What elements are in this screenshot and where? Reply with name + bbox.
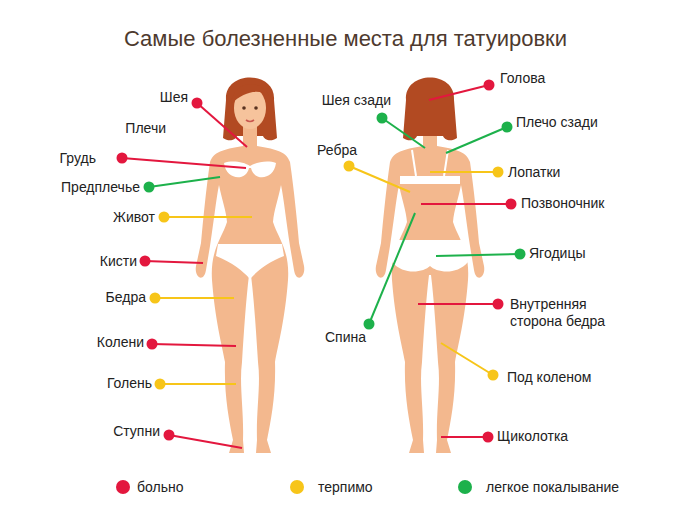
- body-part-label: Грудь: [60, 150, 96, 167]
- eye: [242, 106, 246, 110]
- leader-line: [436, 254, 520, 256]
- leader-line: [382, 118, 425, 148]
- pain-dot: [493, 167, 504, 178]
- body-part-label: Плечо сзади: [516, 114, 598, 131]
- underwear: [216, 244, 284, 278]
- body-part-label: Плечи: [125, 120, 166, 137]
- pain-dot: [159, 212, 170, 223]
- pain-dot: [164, 430, 175, 441]
- body-part-label: Внутренняя сторона бедра: [510, 296, 635, 330]
- leader-line: [152, 344, 236, 346]
- leader-line: [441, 436, 488, 438]
- legend-text: больно: [137, 479, 183, 495]
- leader-line: [169, 435, 242, 448]
- pain-dot: [192, 98, 203, 109]
- pain-dot: [344, 161, 355, 172]
- pain-dot: [506, 199, 517, 210]
- pain-dot: [484, 80, 495, 91]
- body-part-label: Колени: [97, 334, 144, 351]
- pain-dot: [377, 113, 388, 124]
- pain-dot: [150, 293, 161, 304]
- legend-swatch: [290, 480, 304, 494]
- body-part-label: Ягодицы: [529, 245, 585, 262]
- pain-dot: [483, 432, 494, 443]
- pain-dot: [488, 370, 499, 381]
- back-figure: [376, 78, 485, 454]
- bra: [224, 162, 276, 178]
- bra-strap: [400, 176, 460, 184]
- body: [430, 125, 484, 453]
- leader-line: [164, 216, 252, 218]
- legend-text: легкое покалывание: [486, 479, 619, 495]
- body-part-label: Живот: [113, 209, 155, 226]
- leader-line: [122, 158, 246, 168]
- body-part-label: Бедра: [106, 289, 146, 306]
- body-part-label: Голова: [500, 70, 545, 87]
- body-part-label: Позвоночник: [521, 195, 604, 212]
- pain-dot: [144, 182, 155, 193]
- leader-line: [421, 203, 511, 205]
- pain-dot: [493, 299, 504, 310]
- body-part-label: Кисти: [100, 253, 137, 270]
- legend-swatch: [116, 480, 130, 494]
- front-figure: [196, 78, 305, 454]
- leader-line: [446, 127, 507, 153]
- pain-dot: [140, 256, 151, 267]
- leader-line: [149, 177, 220, 187]
- body-part-label: Голень: [107, 375, 152, 392]
- bangs: [231, 84, 269, 104]
- eye: [254, 106, 258, 110]
- pain-dot: [364, 319, 375, 330]
- body-part-label: Предплечье: [61, 179, 140, 196]
- pain-dot: [117, 153, 128, 164]
- body-part-label: Ступни: [113, 423, 160, 440]
- pain-dot: [147, 339, 158, 350]
- leader-line: [418, 303, 498, 305]
- leader-line: [145, 261, 203, 263]
- leader-line: [160, 383, 236, 385]
- body-part-label: Ребра: [317, 142, 357, 159]
- body-part-label: Под коленом: [507, 369, 591, 386]
- body-part-label: Спина: [325, 329, 366, 346]
- body-part-label: Шея сзади: [322, 92, 391, 109]
- body-part-label: Лопатки: [508, 164, 560, 181]
- leader-line: [430, 171, 498, 173]
- leader-line: [429, 85, 489, 100]
- leader-line: [155, 297, 234, 299]
- leader-line: [349, 166, 410, 192]
- leader-line: [369, 213, 415, 324]
- pain-dot: [155, 379, 166, 390]
- leader-line: [197, 103, 247, 147]
- hair: [403, 78, 457, 141]
- pain-dot: [502, 122, 513, 133]
- legend-text: терпимо: [318, 479, 373, 495]
- mouth: [246, 120, 254, 122]
- body-part-label: Шея: [160, 89, 188, 106]
- pain-dot: [515, 249, 526, 260]
- legend-swatch: [458, 480, 472, 494]
- body-part-label: Щиколотка: [497, 428, 568, 445]
- diagram-title: Самые болезненные места для татуировки: [0, 26, 691, 52]
- leader-line: [441, 343, 493, 375]
